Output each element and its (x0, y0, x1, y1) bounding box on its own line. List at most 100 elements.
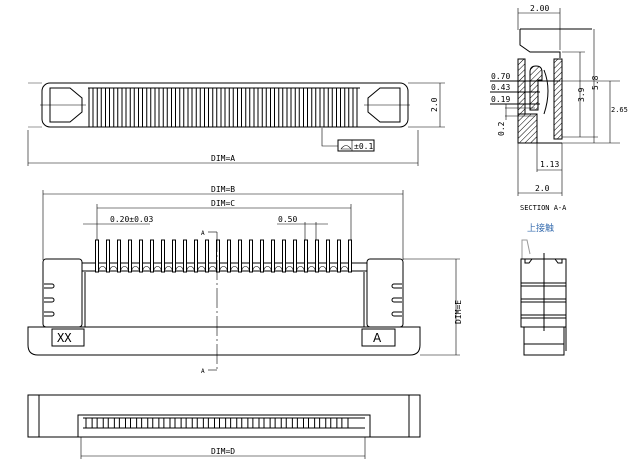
fin (113, 87, 119, 128)
section-right-wall (553, 58, 563, 140)
top-view: 2.0 ±0.1 DIM=A (27, 82, 445, 166)
tooth (263, 417, 271, 429)
dim-043-label: 0.43 (491, 83, 510, 92)
fin (336, 87, 341, 128)
tooth (230, 417, 238, 429)
fin (253, 87, 259, 128)
fin (270, 87, 275, 128)
pin-gap (329, 266, 338, 271)
fin (220, 87, 226, 128)
pin (172, 239, 176, 273)
pin-gap (120, 266, 129, 271)
pins (95, 239, 352, 273)
pin (128, 239, 132, 273)
pin-gap (186, 266, 195, 271)
tooth (118, 417, 126, 429)
pin-gap (274, 266, 283, 271)
left-block (42, 258, 83, 328)
tooth (130, 417, 138, 429)
tooth (241, 417, 249, 429)
dim-113-label: 1.13 (540, 160, 559, 169)
fin (228, 87, 234, 128)
pin (304, 239, 308, 273)
side-tab (521, 239, 531, 259)
fin (278, 87, 284, 128)
pin-gap (340, 266, 349, 271)
fin (294, 87, 300, 128)
fin (195, 87, 201, 128)
section-spring (543, 69, 549, 115)
dim-d-label: DIM=D (211, 447, 235, 456)
pin-gap (197, 266, 206, 271)
left-mark: XX (57, 331, 72, 345)
right-block (366, 258, 404, 328)
section-top-profile (519, 28, 592, 58)
tooth (285, 417, 293, 429)
pin (337, 239, 341, 273)
tooth (185, 417, 193, 429)
tooth (163, 417, 171, 429)
pin (348, 239, 352, 273)
pin-gap (131, 266, 140, 271)
right-mark: A (373, 331, 382, 345)
pin-width-label: 0.20±0.03 (110, 215, 154, 224)
tooth (141, 417, 149, 429)
fin (319, 87, 325, 128)
left-mark-box (51, 328, 85, 347)
fin (138, 87, 143, 128)
bottom-view-outline (27, 394, 421, 438)
pin-gap (98, 266, 107, 271)
housing-base (27, 326, 421, 356)
pin (227, 239, 231, 273)
left-latch (49, 87, 83, 123)
pin-gap (318, 266, 327, 271)
height-dim-label: 2.0 (430, 97, 439, 112)
pin (282, 239, 286, 273)
side-view (520, 239, 567, 356)
tooth (252, 417, 260, 429)
fin (179, 87, 185, 128)
tooth (308, 417, 316, 429)
pin (161, 239, 165, 273)
right-latch (367, 87, 401, 123)
tooth (174, 417, 182, 429)
tooth (319, 417, 327, 429)
dim-019-label: 0.19 (491, 95, 510, 104)
contact-label: 上接触 (527, 222, 554, 234)
fin (237, 87, 242, 128)
front-view: DIM=B DIM=C 0.20±0.03 0.50 XX A A A D (27, 185, 463, 375)
side-base (523, 326, 565, 356)
fin (212, 87, 218, 128)
tooth (274, 417, 282, 429)
bottom-view: DIM=D (27, 394, 421, 459)
tooth (219, 417, 227, 429)
section-contact (529, 65, 543, 111)
right-mark-box (361, 328, 396, 347)
dim-39-label: 3.9 (577, 87, 586, 102)
pin (260, 239, 264, 273)
pin-gap (263, 266, 272, 271)
fin (187, 87, 193, 128)
bottom-slot (77, 414, 371, 438)
section-left-wall (517, 58, 526, 115)
pin-gap (142, 266, 151, 271)
fin (121, 87, 127, 128)
pin-gap (164, 266, 173, 271)
section-mark-bottom: A (201, 368, 205, 375)
pin-gap (307, 266, 316, 271)
pin (150, 239, 154, 273)
tooth (96, 417, 104, 429)
pin-gap (153, 266, 162, 271)
flatness-box (337, 139, 375, 152)
pin-gap (296, 266, 305, 271)
fin (96, 87, 102, 128)
pin (194, 239, 198, 273)
pin (205, 239, 209, 273)
pin-gap (109, 266, 118, 271)
dim-b-label: DIM=B (211, 185, 235, 194)
fin (261, 87, 267, 128)
dim-58-label: 5.8 (591, 75, 600, 90)
dim-e-label: DIM=E (454, 300, 463, 324)
width-top-label: 2.00 (530, 4, 549, 13)
pin-gap (175, 266, 184, 271)
